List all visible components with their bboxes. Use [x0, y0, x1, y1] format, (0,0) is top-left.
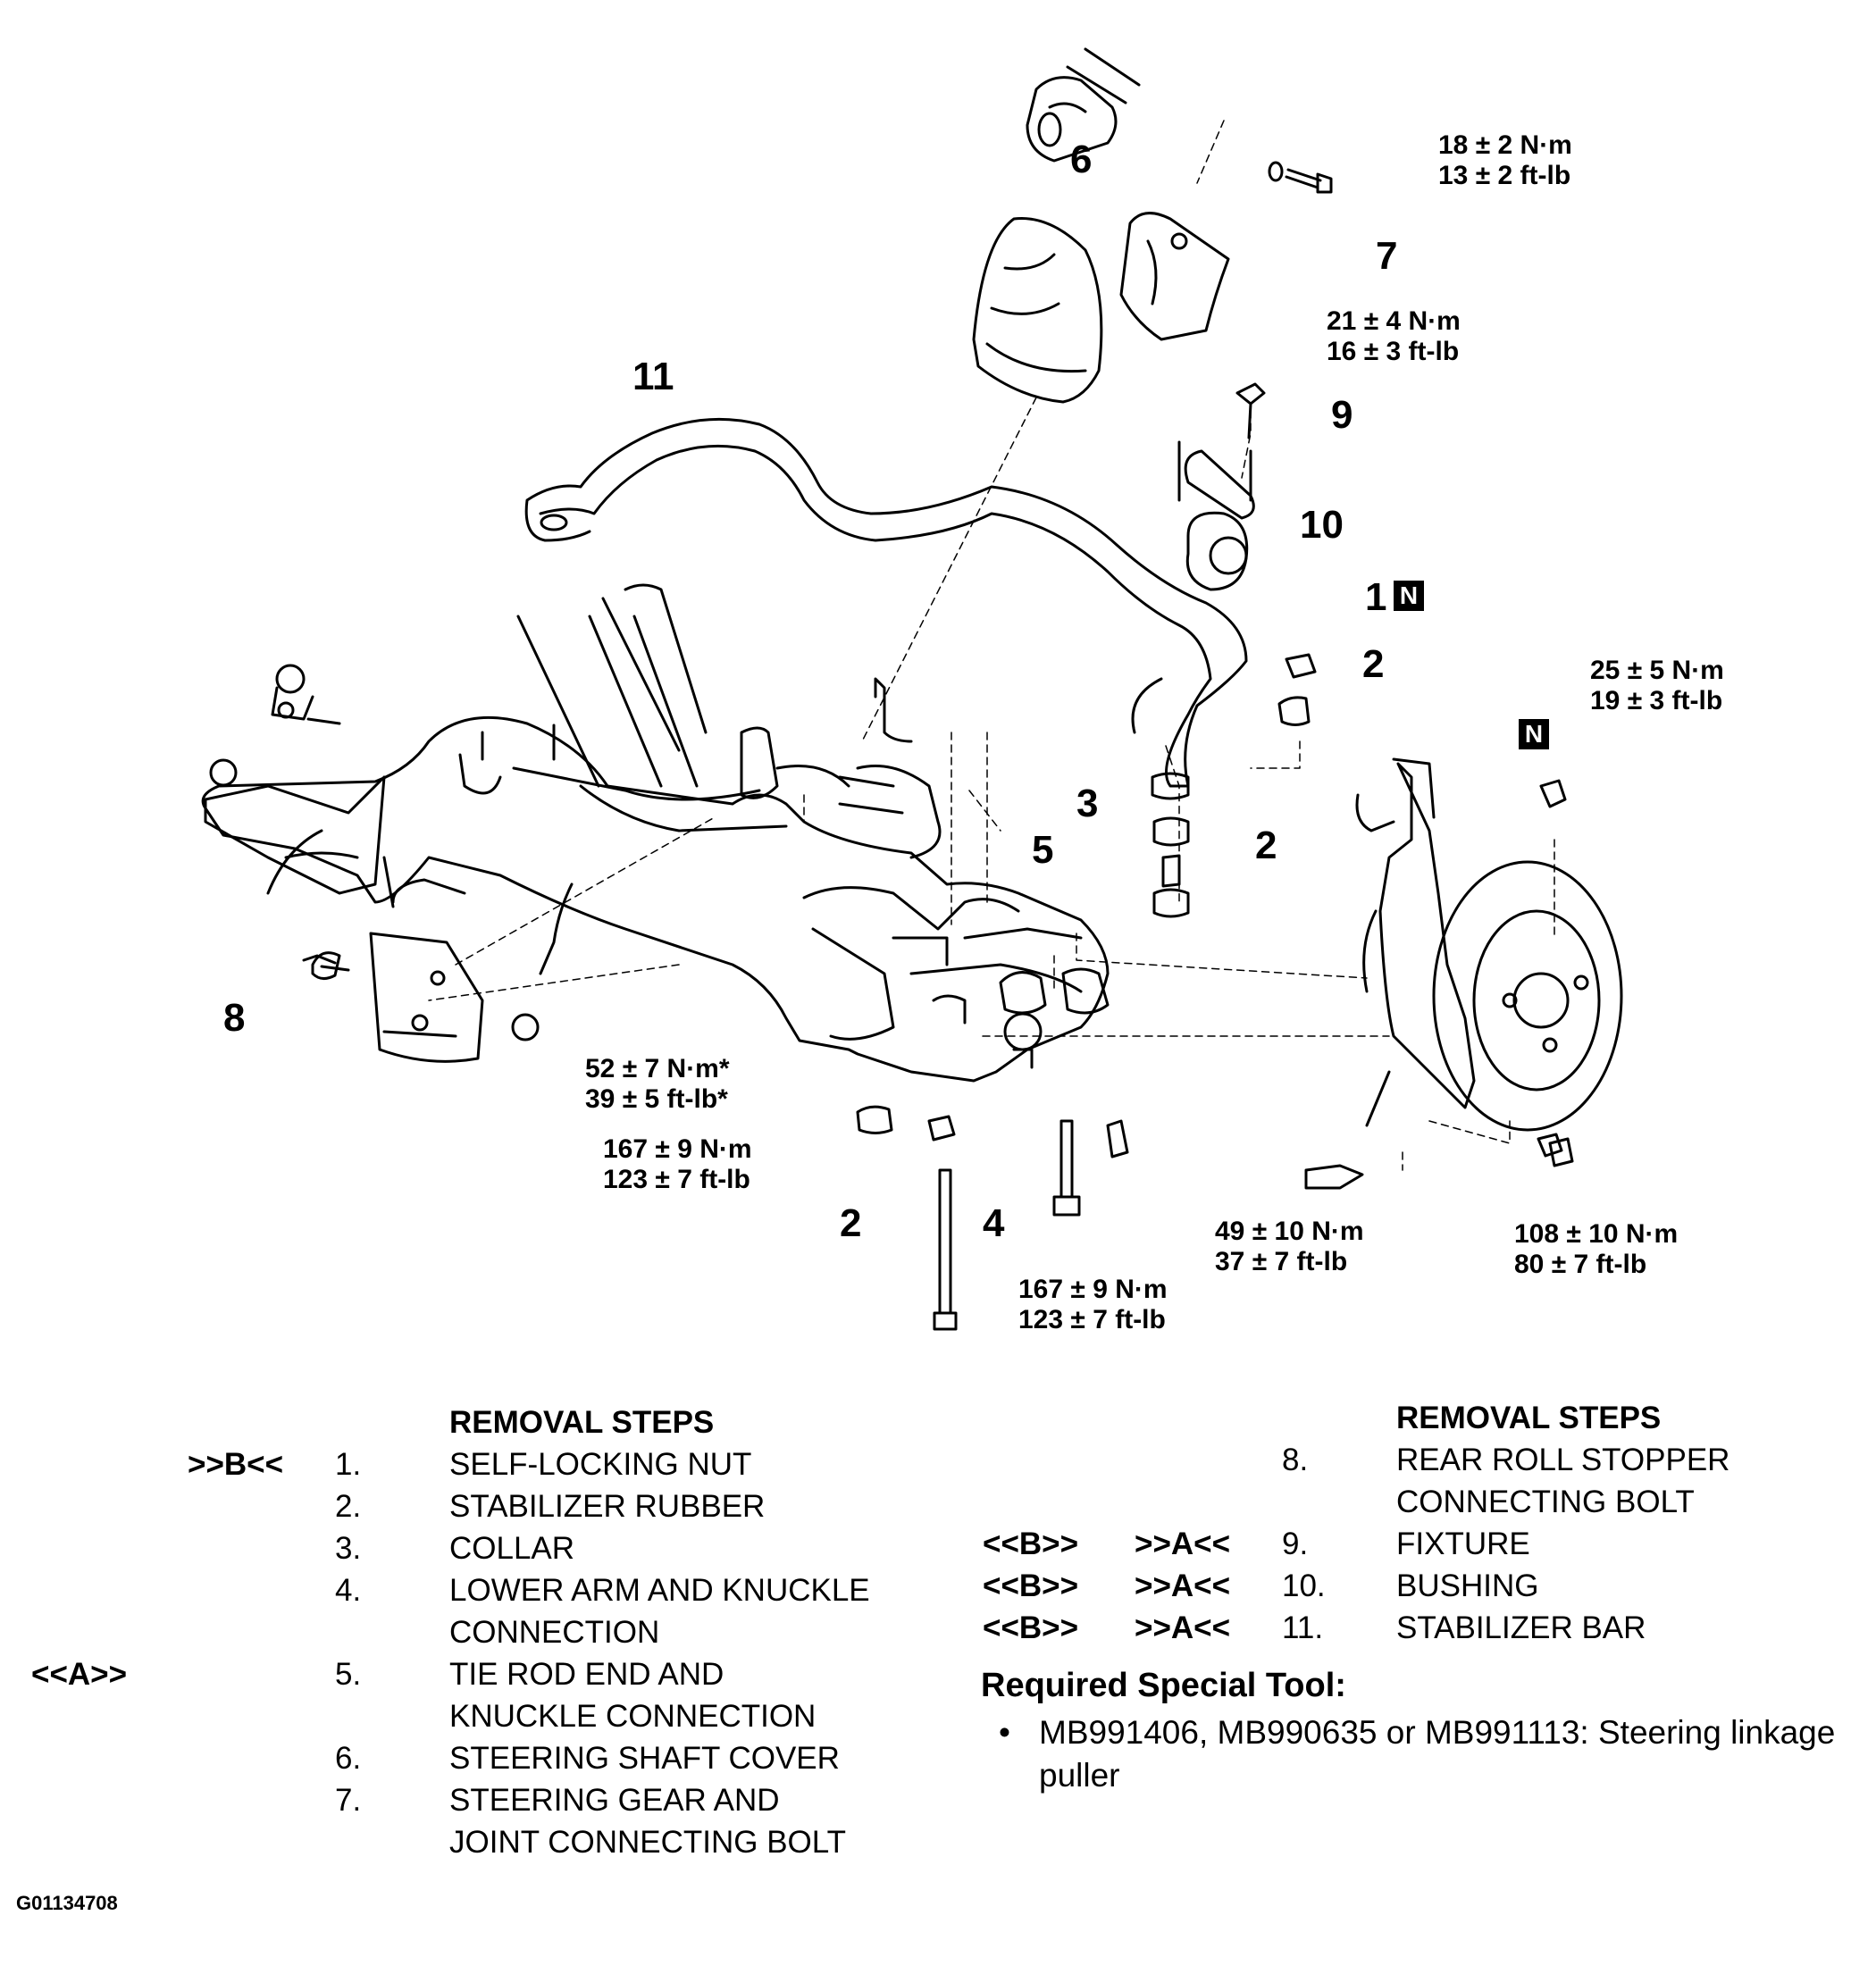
step-text: FIXTURE — [1396, 1527, 1530, 1561]
step-text: LOWER ARM AND KNUCKLE — [449, 1573, 870, 1608]
step-row: >>B<< 1. SELF-LOCKING NUT — [0, 1443, 947, 1485]
stabilizer-bar — [524, 417, 1248, 788]
step-mark: >>A<< — [1135, 1527, 1231, 1561]
steering-boot — [972, 216, 1103, 404]
removal-steps-left: REMOVAL STEPS >>B<< 1. SELF-LOCKING NUT 2.… — [0, 1401, 947, 1863]
alignment-leaders — [428, 120, 1555, 1171]
step-text: JOINT CONNECTING BOLT — [449, 1825, 847, 1860]
step-text: STEERING GEAR AND — [449, 1783, 780, 1818]
step-text: STEERING SHAFT COVER — [449, 1741, 840, 1776]
step-text: SELF-LOCKING NUT — [449, 1447, 752, 1482]
step-number: 1. — [335, 1447, 362, 1482]
lower-arm-left — [204, 758, 386, 895]
callout-2-bottom: 2 — [840, 1201, 862, 1245]
callout-7: 7 — [1376, 234, 1398, 278]
step-number: 7. — [335, 1783, 362, 1818]
step-mark: <<A>> — [31, 1657, 128, 1692]
step-row: <<A>> 5. TIE ROD END AND — [0, 1653, 947, 1695]
step-number: 5. — [335, 1657, 362, 1692]
step-number: 9. — [1282, 1527, 1309, 1561]
step-number: 4. — [335, 1573, 362, 1608]
step-mark: <<B>> — [983, 1527, 1079, 1561]
nut-new-part-tag: N — [1519, 719, 1549, 749]
step-text: CONNECTING BOLT — [1396, 1485, 1695, 1519]
step-text: TIE ROD END AND — [449, 1657, 724, 1692]
step-text: STABILIZER RUBBER — [449, 1489, 766, 1524]
step-text: BUSHING — [1396, 1568, 1539, 1603]
step-text: CONNECTION — [449, 1615, 660, 1650]
step-text: STABILIZER BAR — [1396, 1610, 1646, 1645]
step-row: <<B>> >>A<< 10. BUSHING — [974, 1565, 1867, 1607]
step-number: 10. — [1282, 1568, 1326, 1603]
step-text: KNUCKLE CONNECTION — [449, 1699, 817, 1734]
special-tool-text: MB991406, MB990635 or MB991113: Steering… — [1039, 1714, 1836, 1794]
step-mark: >>A<< — [1135, 1610, 1231, 1645]
lower-arm-ball-joint — [999, 967, 1110, 1069]
crossmember-assembly — [201, 583, 1110, 1083]
callout-1-new-part-tag: N — [1394, 581, 1424, 611]
step-text: COLLAR — [449, 1531, 575, 1566]
joint-bolt — [1268, 161, 1333, 194]
callout-9: 9 — [1331, 393, 1353, 437]
rear-roll-stopper — [311, 932, 484, 1063]
step-row: 6. STEERING SHAFT COVER — [0, 1737, 947, 1779]
callout-10: 10 — [1300, 503, 1344, 547]
step-row: 2. STABILIZER RUBBER — [0, 1485, 947, 1527]
callout-11: 11 — [632, 355, 674, 398]
step-mark: <<B>> — [983, 1568, 1079, 1603]
callout-4: 4 — [983, 1201, 1005, 1245]
step-row: 8. REAR ROLL STOPPER — [974, 1439, 1867, 1481]
step-number: 6. — [335, 1741, 362, 1776]
figure-id: G01134708 — [16, 1892, 118, 1914]
step-number: 2. — [335, 1489, 362, 1524]
special-tool-bullet: • — [999, 1714, 1010, 1751]
callout-3: 3 — [1076, 782, 1099, 825]
step-row: CONNECTION — [0, 1611, 947, 1653]
step-row: <<B>> >>A<< 11. STABILIZER BAR — [974, 1607, 1867, 1649]
callout-2-top: 2 — [1362, 642, 1385, 686]
callout-8: 8 — [223, 996, 246, 1040]
step-number: 3. — [335, 1531, 362, 1566]
tie-rod-end-left — [271, 664, 341, 725]
step-text: REAR ROLL STOPPER — [1396, 1443, 1730, 1477]
step-row: JOINT CONNECTING BOLT — [0, 1821, 947, 1863]
steering-shaft-cover — [1119, 212, 1230, 341]
step-row: 7. STEERING GEAR AND — [0, 1779, 947, 1821]
step-mark: >>A<< — [1135, 1568, 1231, 1603]
step-mark: >>B<< — [188, 1447, 284, 1482]
step-number: 11. — [1282, 1610, 1324, 1645]
small-hardware — [302, 653, 1574, 1331]
step-row: 4. LOWER ARM AND KNUCKLE — [0, 1569, 947, 1611]
step-row: KNUCKLE CONNECTION — [0, 1695, 947, 1737]
knuckle-and-disc — [1355, 757, 1623, 1132]
removal-steps-heading: REMOVAL STEPS — [449, 1405, 715, 1440]
callout-2-middle: 2 — [1255, 824, 1277, 867]
step-row: CONNECTING BOLT — [974, 1481, 1867, 1523]
removal-steps-right: REMOVAL STEPS 8. REAR ROLL STOPPER CONNEC… — [974, 1397, 1867, 1649]
steering-shaft-joint — [1026, 47, 1141, 163]
callout-6: 6 — [1070, 138, 1093, 181]
callout-5: 5 — [1032, 828, 1054, 872]
special-tool-heading: Required Special Tool: — [981, 1667, 1346, 1704]
step-row: 3. COLLAR — [0, 1527, 947, 1569]
torque-spec-roll-stopper: 52 ± 7 N·m*39 ± 5 ft-lb* — [585, 1054, 730, 1114]
step-number: 8. — [1282, 1443, 1309, 1477]
step-row: <<B>> >>A<< 9. FIXTURE — [974, 1523, 1867, 1565]
step-mark: <<B>> — [983, 1610, 1079, 1645]
fixture-bushing — [1177, 382, 1266, 591]
removal-steps-heading: REMOVAL STEPS — [1396, 1401, 1662, 1435]
callout-1: 1 — [1365, 575, 1387, 619]
